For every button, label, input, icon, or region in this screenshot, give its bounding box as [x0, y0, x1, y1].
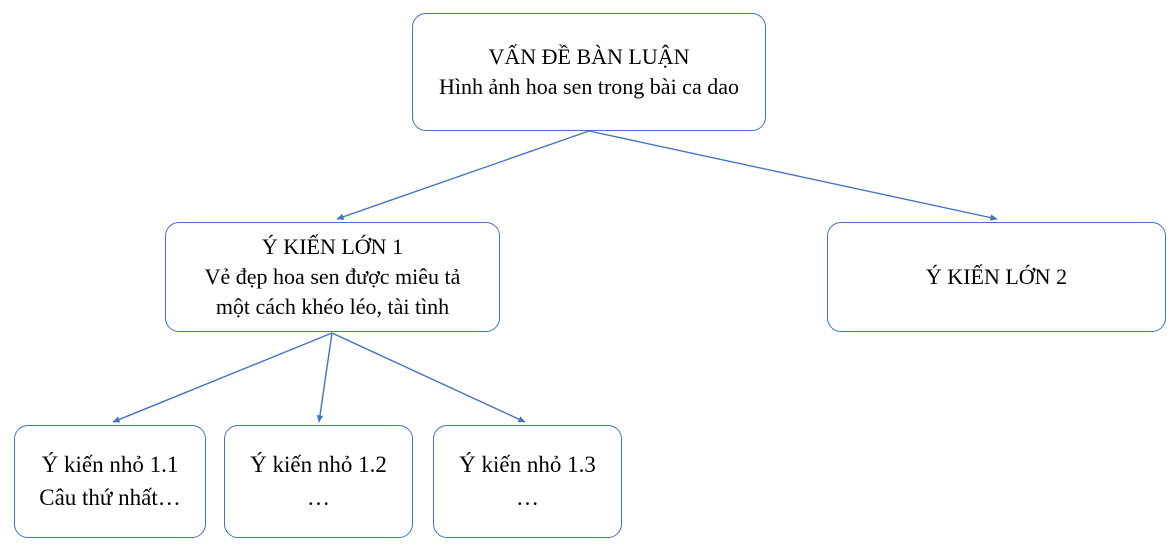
node-root-subtitle: Hình ảnh hoa sen trong bài ca dao	[439, 74, 739, 99]
node-opinion1: Ý KIẾN LỚN 1 Vẻ đẹp hoa sen được miêu tả…	[165, 222, 500, 332]
node-root: VẤN ĐỀ BÀN LUẬN Hình ảnh hoa sen trong b…	[412, 13, 766, 131]
node-opinion2-title: Ý KIẾN LỚN 2	[925, 264, 1068, 290]
edge-opinion1-to-sub13	[331, 332, 526, 423]
node-opinion2: Ý KIẾN LỚN 2	[827, 222, 1166, 332]
node-root-title: VẤN ĐỀ BÀN LUẬN	[488, 44, 690, 70]
node-sub12-title: Ý kiến nhỏ 1.2	[250, 452, 387, 478]
edge-opinion1-to-sub12	[316, 332, 333, 423]
edge-root-to-opinion2	[588, 130, 998, 221]
node-sub11-subtitle: Câu thứ nhất…	[39, 484, 181, 510]
node-sub11-title: Ý kiến nhỏ 1.1	[41, 452, 179, 478]
node-sub12: Ý kiến nhỏ 1.2 …	[224, 425, 413, 538]
node-sub13-subtitle: …	[516, 484, 539, 510]
node-opinion1-title: Ý KIẾN LỚN 1	[261, 234, 404, 260]
node-sub12-subtitle: …	[307, 484, 330, 510]
node-sub13: Ý kiến nhỏ 1.3 …	[433, 425, 622, 538]
node-sub11: Ý kiến nhỏ 1.1 Câu thứ nhất…	[14, 425, 206, 538]
edge-opinion1-to-sub11	[112, 332, 333, 423]
edge-root-to-opinion1	[336, 130, 590, 220]
node-opinion1-subtitle: Vẻ đẹp hoa sen được miêu tả một cách khé…	[204, 264, 461, 319]
node-sub13-title: Ý kiến nhỏ 1.3	[459, 452, 596, 478]
